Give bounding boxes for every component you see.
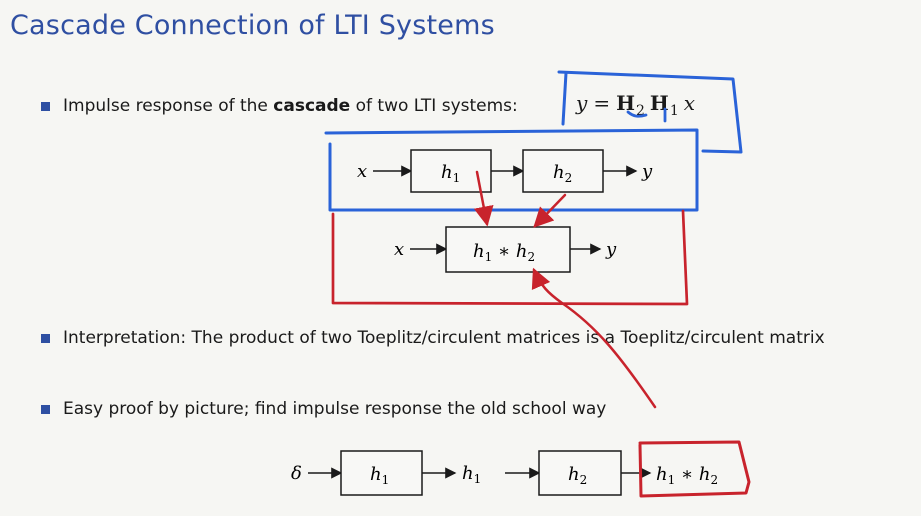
bullet-text-part: Impulse response of the [63, 96, 274, 116]
top-cascade-highlight-box [324, 128, 699, 212]
formula-rhs: x [683, 91, 696, 115]
formula-highlight-bracket [557, 70, 743, 154]
top-output-label: y [641, 161, 653, 182]
equivalent-system: x h1 ∗ h2 y [394, 226, 617, 273]
proof-result-highlight-box [638, 440, 751, 498]
top-input-label: x [357, 161, 367, 182]
equivalent-system-highlight-box [331, 209, 689, 306]
page-title: Cascade Connection of LTI Systems [10, 10, 495, 41]
bullet-marker [41, 102, 50, 111]
formula-lhs: y [576, 91, 588, 115]
impulse-label: δ [291, 463, 302, 484]
bullet-marker [41, 405, 50, 414]
formula-highlight-left-stroke [561, 71, 568, 126]
block-h1-conv-h2-label: h1 ∗ h2 [473, 241, 535, 264]
proof-block-h2-label: h2 [568, 464, 587, 487]
proof-diagram: δ h1 h1 h2 h1 ∗ h2 [291, 450, 718, 496]
bullet-text-part: of two LTI systems: [350, 96, 518, 116]
top-cascade: x h1 h2 y [357, 149, 653, 193]
bullet-text-bold: cascade [273, 96, 351, 116]
matrix-2-annotation-mark [626, 110, 648, 118]
formula-matrix-2-subscript: 1 [669, 103, 679, 119]
bullet-marker [41, 334, 50, 343]
formula-matrix-1-subscript: 2 [635, 103, 645, 119]
block-h2 [522, 149, 604, 193]
proof-to-convolution-annotation-arrow [531, 267, 657, 409]
middle-input-label: x [394, 239, 404, 260]
bullet-text: Impulse response of the cascade of two L… [63, 94, 518, 118]
formula-matrix-1: H [616, 91, 635, 115]
proof-h1-output-label: h1 [462, 463, 481, 486]
proof-final-output-label: h1 ∗ h2 [656, 464, 718, 487]
handwritten-annotations [324, 70, 751, 498]
bullet-text: Interpretation: The product of two Toepl… [63, 328, 825, 348]
formula-equals: = [593, 91, 611, 115]
proof-block-h1 [340, 450, 423, 496]
middle-output-label: y [605, 239, 617, 260]
block-h1-label: h1 [441, 162, 460, 185]
proof-block-h1-label: h1 [370, 464, 389, 487]
block-h1-conv-h2 [445, 226, 571, 273]
h1-to-convolution-annotation-arrow [473, 170, 494, 227]
bullet-text: Easy proof by picture; find impulse resp… [63, 399, 607, 419]
h2-to-convolution-annotation-arrow [533, 193, 567, 228]
block-h2-label: h2 [553, 162, 572, 185]
